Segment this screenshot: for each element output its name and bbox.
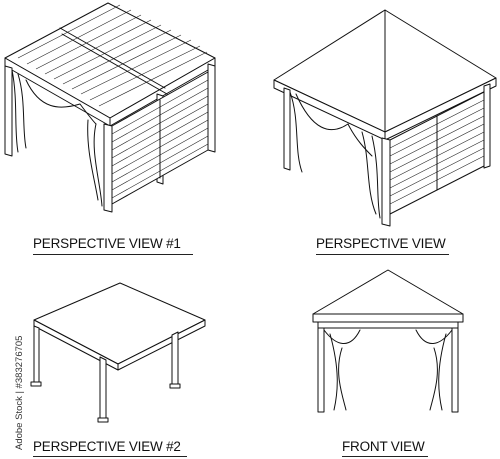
frame-foot-front [97,417,109,423]
front-curtains [323,329,453,411]
frame-leg-right [171,331,179,388]
gazebo-front-view-drawing [312,269,464,413]
gazebo-post-front [381,137,391,227]
gazebo-curtains [289,91,381,219]
pergola-post-right [207,63,216,153]
frame-foot-left [30,381,42,387]
pergola-perspective-1-drawing [4,2,216,213]
front-post-left [317,327,325,413]
pergola-curtains [11,69,103,207]
pergola-louvered-wall [111,71,209,205]
caption-perspective-view-2: PERSPECTIVE VIEW #2 [33,439,181,454]
pergola-roof-louvers [17,4,208,107]
stock-id-label: Adobe Stock | #383276705 [0,336,25,450]
frame-leg-left [33,325,40,385]
gazebo-perspective-drawing [273,9,497,227]
frame-perspective-2-drawing [30,282,206,423]
caption-perspective-view-1: PERSPECTIVE VIEW #1 [33,236,181,251]
gazebo-eave-right [384,77,497,141]
front-eave-band [312,313,464,323]
front-post-right [451,327,459,413]
frame-foot-right [169,383,181,389]
caption-front-view: FRONT VIEW [342,439,425,454]
caption-underline-perspective-view-1 [33,254,193,255]
caption-underline-perspective-view-2 [33,456,187,457]
caption-underline-perspective-view [316,254,449,255]
front-top-beam [317,321,459,329]
gazebo-post-right [483,83,491,169]
gazebo-louvered-wall [389,91,485,215]
front-roof-gable [312,269,464,315]
stock-id-text: Adobe Stock | #383276705 [14,335,25,450]
pergola-post-front [103,123,113,213]
gazebo-post-left [283,87,291,171]
frame-top-panel [33,282,206,365]
frame-leg-front [99,356,107,421]
pergola-post-left [4,65,13,157]
caption-perspective-view: PERSPECTIVE VIEW [316,236,446,251]
caption-underline-front-view [342,456,428,457]
